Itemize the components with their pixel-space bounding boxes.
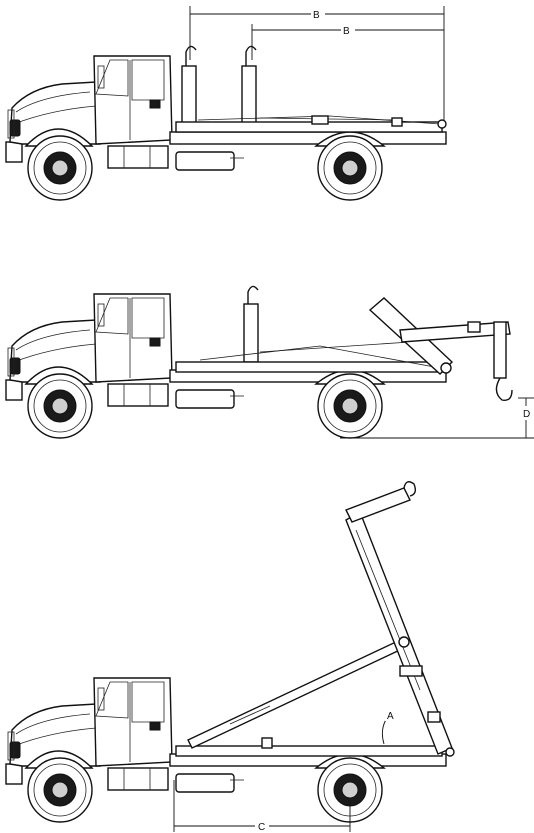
dimension-b-outer: B [189, 6, 445, 120]
dimension-d-label: D [523, 409, 530, 420]
view-extended [5, 285, 513, 439]
dimension-d: D [340, 397, 534, 439]
dimension-b-inner-label: B [343, 26, 350, 37]
angle-a-label: A [387, 711, 394, 722]
dimension-c-label: C [258, 822, 265, 833]
view-stowed [5, 45, 447, 201]
dimension-c: C [173, 780, 351, 833]
angle-a: A [381, 708, 397, 745]
dimension-b-outer-label: B [313, 10, 320, 21]
dimension-b-inner: B [251, 24, 444, 60]
view-dump [5, 481, 455, 823]
